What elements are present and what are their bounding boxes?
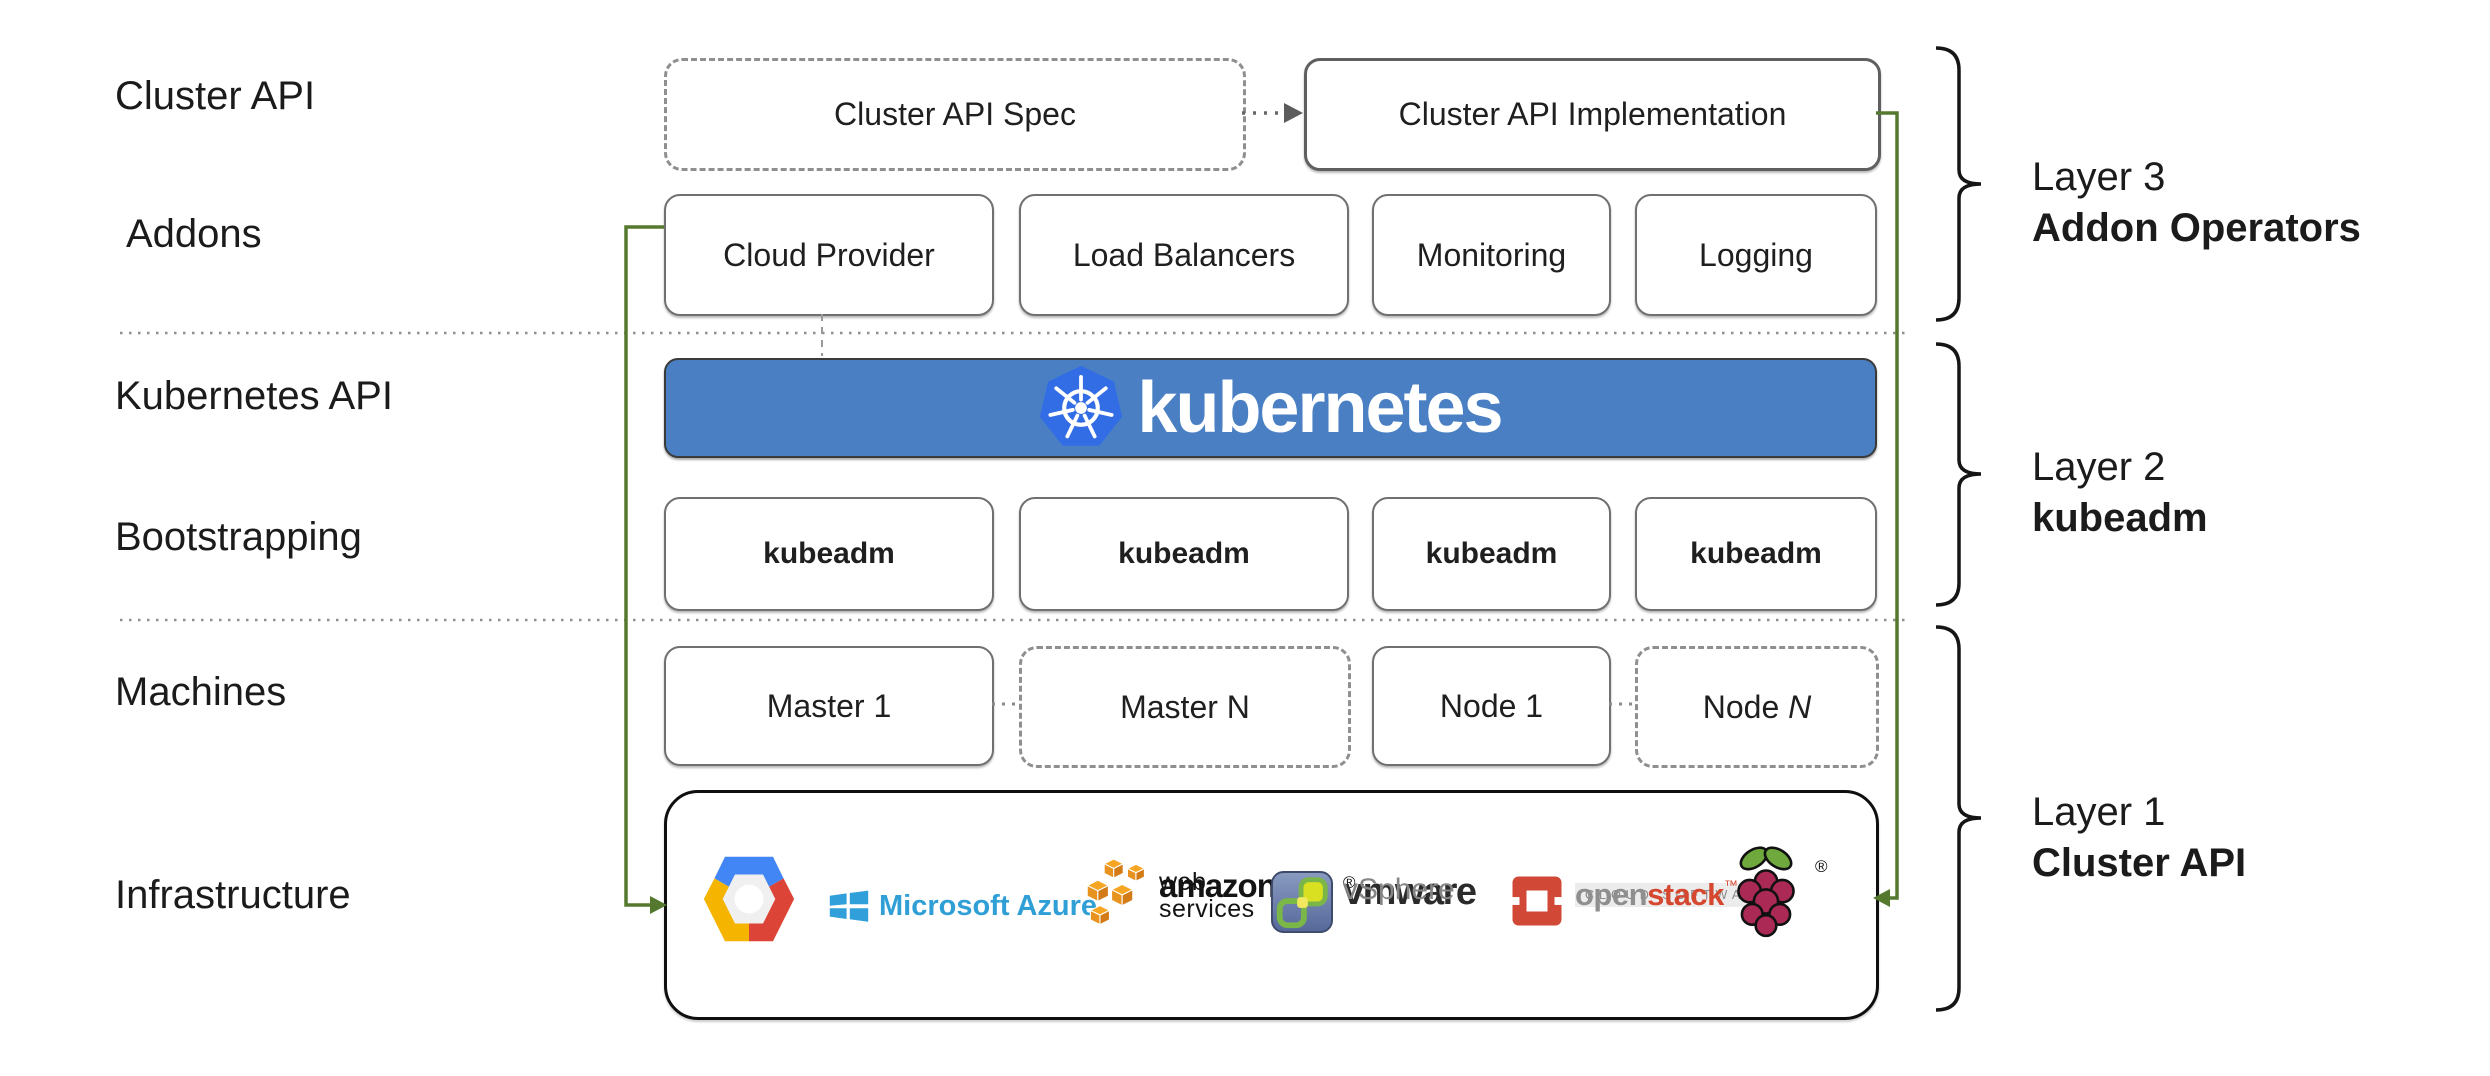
- google-cloud-icon: [703, 856, 795, 942]
- addon-box-cloud-provider: Cloud Provider: [664, 194, 994, 316]
- node-n-label: Node N: [1703, 689, 1812, 726]
- cluster-api-implementation-label: Cluster API Implementation: [1398, 96, 1787, 132]
- amazon-wordmark: amazon: [1159, 867, 1277, 904]
- vsphere-wordmark: vSphere: [1343, 873, 1455, 906]
- green-connector-left: [624, 225, 664, 907]
- openstack-tm-mark: ™: [1723, 877, 1738, 893]
- layer-1-label: Layer 1 Cluster API: [2032, 787, 2246, 889]
- monitoring-label: Monitoring: [1416, 236, 1567, 273]
- machine-box-node-n: Node N: [1635, 646, 1879, 768]
- microsoft-azure-wordmark: Microsoft Azure: [879, 890, 1098, 922]
- kubeadm-label: kubeadm: [1690, 537, 1822, 570]
- infrastructure-box: Microsoft Azure amazon web services: [664, 790, 1879, 1020]
- layer-3-label: Layer 3 Addon Operators: [2032, 152, 2361, 254]
- layer-2-title: Layer 2: [2032, 445, 2166, 489]
- addon-box-monitoring: Monitoring: [1372, 194, 1611, 316]
- green-connector-right: [1876, 111, 1899, 900]
- node-n-prefix: Node: [1702, 688, 1789, 725]
- master-1-label: Master 1: [766, 687, 892, 724]
- layer-1-title: Layer 1: [2032, 790, 2166, 834]
- vmware-vsphere-icon: [1271, 871, 1333, 933]
- layer-2-label: Layer 2 kubeadm: [2032, 442, 2208, 544]
- machine-box-master-1: Master 1: [664, 646, 994, 766]
- openstack-wordmark-stack: stack: [1647, 877, 1724, 912]
- vmware-wordmark: vmware: [1343, 871, 1477, 913]
- row-label-machines: Machines: [115, 670, 287, 714]
- amazon-wordmark-sub: web services: [1159, 868, 1255, 923]
- machine-box-master-n: Master N: [1019, 646, 1351, 768]
- node-1-label: Node 1: [1439, 687, 1544, 724]
- layer-1-subtitle: Cluster API: [2032, 841, 2247, 885]
- kubeadm-box-4: kubeadm: [1635, 497, 1877, 611]
- microsoft-azure-icon: [829, 890, 869, 922]
- cluster-api-spec-label: Cluster API Spec: [834, 96, 1076, 132]
- row-label-cluster-api: Cluster API: [115, 74, 316, 118]
- kubeadm-box-1: kubeadm: [664, 497, 994, 611]
- cluster-api-implementation-box: Cluster API Implementation: [1304, 58, 1881, 171]
- openstack-icon: [1510, 876, 1564, 926]
- kubernetes-banner: kubernetes: [664, 358, 1877, 458]
- kubeadm-label: kubeadm: [1425, 537, 1558, 570]
- kubeadm-label: kubeadm: [763, 537, 895, 570]
- cloud-provider-label: Cloud Provider: [723, 236, 935, 273]
- load-balancers-label: Load Balancers: [1072, 236, 1296, 273]
- brace-layer-3: [1935, 46, 1982, 322]
- kubernetes-wordmark: kubernetes: [1137, 368, 1503, 448]
- layer-3-subtitle: Addon Operators: [2032, 206, 2361, 250]
- row-label-kubernetes-api: Kubernetes API: [115, 374, 393, 418]
- raspberry-pi-icon: [1737, 846, 1795, 938]
- openstack-wordmark-open: open: [1575, 877, 1648, 912]
- node-n-italic-suffix: N: [1788, 688, 1812, 725]
- cluster-api-spec-box: Cluster API Spec: [664, 58, 1246, 171]
- kubeadm-label: kubeadm: [1118, 537, 1250, 570]
- layer-2-subtitle: kubeadm: [2032, 496, 2208, 540]
- kubernetes-logo-icon: [1040, 366, 1123, 446]
- addon-box-logging: Logging: [1635, 194, 1877, 316]
- spec-arrowhead: [1284, 103, 1303, 123]
- brace-layer-1: [1935, 625, 1982, 1012]
- logging-label: Logging: [1699, 236, 1813, 273]
- vmware-registered-mark: ®: [1343, 873, 1356, 892]
- layer-3-title: Layer 3: [2032, 155, 2166, 199]
- row-label-infrastructure: Infrastructure: [115, 873, 351, 917]
- raspberry-pi-registered-mark: ®: [1815, 857, 1828, 876]
- kubeadm-box-3: kubeadm: [1372, 497, 1611, 611]
- amazon-web-services-icon: [1087, 859, 1146, 926]
- master-n-label: Master N: [1120, 688, 1250, 725]
- row-label-bootstrapping: Bootstrapping: [115, 515, 362, 559]
- addon-box-load-balancers: Load Balancers: [1019, 194, 1349, 316]
- kubeadm-box-2: kubeadm: [1019, 497, 1349, 611]
- machine-box-node-1: Node 1: [1372, 646, 1611, 766]
- brace-layer-2: [1935, 342, 1982, 607]
- row-label-addons: Addons: [126, 212, 262, 256]
